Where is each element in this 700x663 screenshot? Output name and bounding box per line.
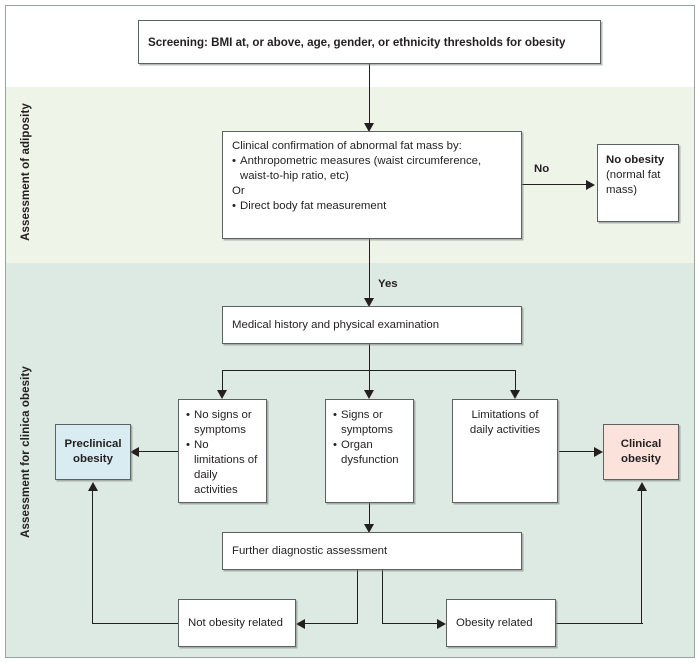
node-no-obesity-subtitle: (normal fat mass) (606, 169, 661, 196)
node-clinical-obesity-text: Clinical obesity (620, 438, 662, 465)
arrowhead-preclinical-feedback (87, 482, 98, 491)
node-clinical-confirmation[interactable]: Clinical confirmation of abnormal fat ma… (222, 131, 522, 239)
arrowhead-further-assessment (364, 524, 374, 533)
figure-frame: Assessment of adiposity Assessment for c… (5, 5, 695, 658)
edge-branch-stem (369, 344, 371, 371)
node-confirmation-lead: Clinical confirmation of abnormal fat ma… (232, 140, 462, 152)
node-further-assessment-text: Further diagnostic assessment (232, 544, 388, 557)
edge-branch-left-drop (222, 370, 224, 393)
arrowhead-branch-left (217, 390, 227, 399)
edge-branch-right-drop (515, 370, 517, 393)
arrowhead-clinical (594, 446, 603, 457)
arrowhead-preclinical (130, 446, 139, 457)
edge-branch-right-to-clinical (559, 451, 596, 453)
node-no-obesity-title: No obesity (606, 154, 665, 166)
edge-branch-mid-drop (369, 370, 371, 393)
arrowhead-not-obesity-related (296, 618, 305, 629)
arrowhead-branch-right (510, 390, 520, 399)
edge-confirmation-to-medical-history (369, 239, 371, 305)
node-branch-no-signs-list: No signs or symptoms No limitations of d… (186, 408, 259, 498)
list-item: No limitations of daily activities (186, 438, 259, 498)
node-branch-limitations-text: Limitations of daily activities (469, 409, 541, 436)
node-branch-limitations[interactable]: Limitations of daily activities (452, 399, 558, 503)
list-item: No signs or symptoms (186, 408, 259, 438)
node-screening-text: Screening: BMI at, or above, age, gender… (148, 35, 566, 49)
node-obesity-related-text: Obesity related (456, 616, 533, 629)
node-no-obesity[interactable]: No obesity (normal fat mass) (597, 144, 679, 222)
node-obesity-related[interactable]: Obesity related (446, 599, 556, 647)
node-preclinical-obesity[interactable]: Preclinical obesity (55, 424, 131, 480)
edge-screening-to-confirmation (369, 64, 371, 130)
node-confirmation-connector: Or (232, 185, 245, 197)
node-further-diagnostic-assessment[interactable]: Further diagnostic assessment (222, 532, 522, 570)
edge-related-to-clinical-rise (641, 490, 643, 624)
arrowhead-confirmation (364, 123, 374, 132)
node-branch-no-signs[interactable]: No signs or symptoms No limitations of d… (178, 399, 267, 503)
node-preclinical-obesity-text: Preclinical obesity (64, 438, 122, 465)
edge-further-to-not-related-drop (357, 570, 359, 624)
band-label-assessment-of-adiposity: Assessment of adiposity (20, 103, 32, 241)
node-clinical-obesity[interactable]: Clinical obesity (603, 424, 679, 480)
node-medical-history[interactable]: Medical history and physical examination (222, 306, 522, 344)
edge-label-no: No (534, 163, 550, 175)
node-confirmation-bullets-b: Direct body fat measurement (232, 199, 512, 214)
arrowhead-no-obesity (586, 179, 595, 190)
edge-confirmation-to-no-obesity (522, 184, 588, 186)
edge-further-to-not-related-run (302, 623, 358, 625)
edge-not-related-to-preclinical-rise (92, 490, 94, 624)
list-item: Anthropometric measures (waist circumfer… (232, 154, 512, 184)
edge-further-to-related-drop (382, 570, 384, 624)
list-item: Direct body fat measurement (232, 199, 512, 214)
edge-branch-left-to-preclinical (136, 451, 180, 453)
edge-further-to-related-run (382, 623, 439, 625)
list-item: Signs or symptoms (333, 408, 406, 438)
node-branch-signs[interactable]: Signs or symptoms Organ dysfunction (325, 399, 414, 503)
node-confirmation-bullets-a: Anthropometric measures (waist circumfer… (232, 154, 512, 184)
node-not-obesity-related-text: Not obesity related (188, 616, 283, 629)
node-not-obesity-related[interactable]: Not obesity related (178, 599, 296, 647)
list-item: Organ dysfunction (333, 438, 406, 468)
arrowhead-clinical-feedback (636, 482, 647, 491)
band-label-assessment-for-clinical-obesity: Assessment for clinica obesity (20, 366, 32, 538)
node-screening[interactable]: Screening: BMI at, or above, age, gender… (138, 20, 601, 64)
node-medical-history-text: Medical history and physical examination (232, 318, 440, 331)
edge-not-related-to-preclinical-run (92, 623, 178, 625)
arrowhead-branch-mid (364, 390, 374, 399)
edge-label-yes: Yes (378, 278, 398, 290)
arrowhead-medical-history (364, 298, 374, 307)
edge-branch-mid-to-further (369, 503, 371, 528)
arrowhead-obesity-related (437, 618, 446, 629)
edge-related-to-clinical-run (556, 623, 643, 625)
node-branch-signs-list: Signs or symptoms Organ dysfunction (333, 408, 406, 468)
